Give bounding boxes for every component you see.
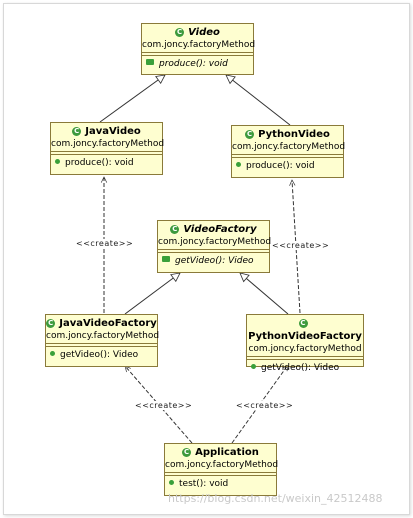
class-icon: C	[175, 28, 185, 37]
class-javavideofactory-attributes	[46, 344, 157, 347]
method-icon	[251, 364, 256, 369]
method-icon	[169, 480, 174, 485]
class-application-operation: test(): void	[165, 476, 276, 492]
class-javavideofactory-operation: getVideo(): Video	[46, 347, 157, 363]
javavideo-extends-video	[99, 75, 165, 123]
class-pythonvideo-attributes	[232, 155, 343, 158]
class-application-attributes	[165, 473, 276, 476]
javafactory-extends-factory	[124, 273, 180, 315]
abstract-method-icon	[146, 59, 154, 65]
class-pythonvideo-operation: produce(): void	[232, 158, 343, 174]
class-video-package: com.joncy.factoryMethod	[142, 39, 255, 53]
label-create-javafactory: <<create>>	[135, 401, 193, 410]
class-pythonvideofactory-attributes	[247, 357, 363, 360]
class-pythonvideofactory-operation: getVideo(): Video	[247, 360, 363, 376]
class-javavideo-attributes	[51, 152, 162, 155]
pythonvideo-extends-video	[226, 75, 291, 126]
class-icon: C	[170, 225, 180, 234]
class-javavideofactory-package: com.joncy.factoryMethod	[46, 330, 159, 344]
watermark: https://blog.csdn.net/weixin_42512488	[168, 492, 383, 505]
class-video-operation: produce(): void	[142, 56, 253, 72]
method-icon	[55, 159, 60, 164]
class-icon: C	[182, 448, 192, 457]
label-create-pythonvideo: <<create>>	[272, 241, 330, 250]
abstract-method-icon	[162, 256, 170, 262]
method-icon	[236, 162, 241, 167]
label-create-javavideo: <<create>>	[76, 239, 134, 248]
class-videofactory-operation: getVideo(): Video	[158, 253, 269, 269]
class-pythonvideo-package: com.joncy.factoryMethod	[232, 141, 345, 155]
class-video-attributes	[142, 53, 253, 56]
class-videofactory-package: com.joncy.factoryMethod	[158, 236, 271, 250]
class-pythonvideofactory[interactable]: CPythonVideoFactory com.joncy.factoryMet…	[246, 314, 364, 373]
class-application-package: com.joncy.factoryMethod	[165, 459, 278, 473]
class-icon: C	[298, 319, 308, 328]
class-icon: C	[245, 130, 255, 139]
class-pythonvideofactory-package: com.joncy.factoryMethod	[247, 343, 363, 357]
class-icon: C	[46, 319, 56, 328]
class-javavideo-operation: produce(): void	[51, 155, 162, 171]
label-create-pythonfactory: <<create>>	[236, 401, 294, 410]
class-icon: C	[72, 127, 82, 136]
class-javavideo-package: com.joncy.factoryMethod	[51, 138, 164, 152]
pythonfactory-extends-factory	[240, 273, 289, 315]
class-pythonvideofactory-title: CPythonVideoFactory	[248, 319, 362, 342]
class-videofactory-attributes	[158, 250, 269, 253]
method-icon	[50, 351, 55, 356]
